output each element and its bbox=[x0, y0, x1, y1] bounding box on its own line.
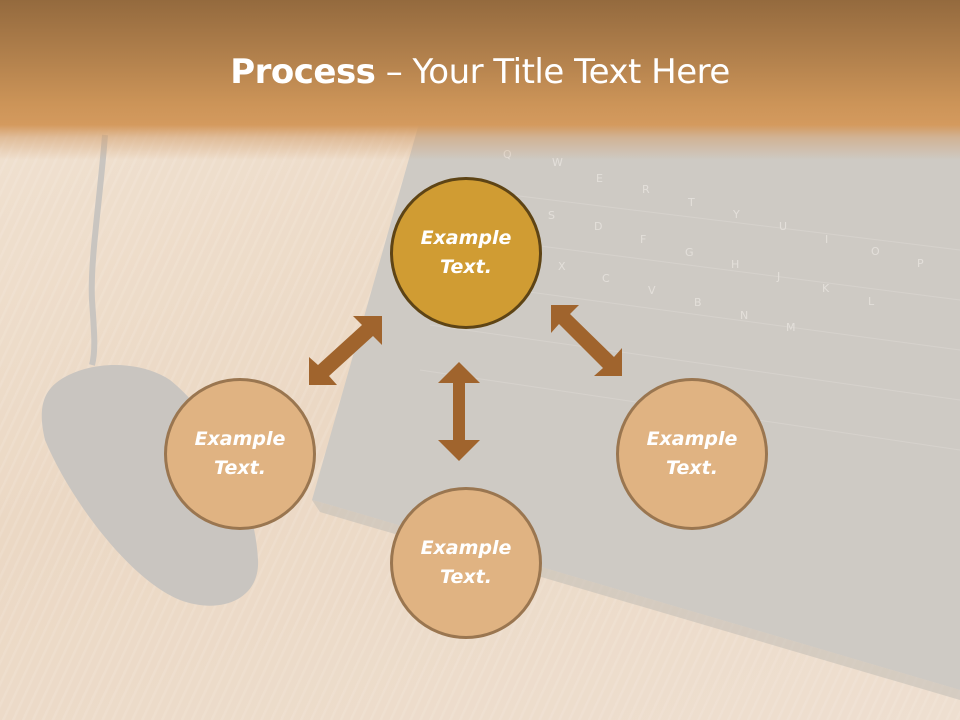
svg-text:U: U bbox=[779, 220, 787, 233]
svg-text:J: J bbox=[776, 270, 780, 283]
svg-text:K: K bbox=[822, 282, 830, 295]
svg-text:M: M bbox=[786, 321, 796, 334]
svg-text:S: S bbox=[548, 209, 555, 222]
svg-text:R: R bbox=[642, 183, 650, 196]
svg-text:Y: Y bbox=[732, 208, 740, 221]
slide-title: Process – Your Title Text Here bbox=[0, 52, 960, 92]
process-node-left[interactable]: Example Text. bbox=[164, 378, 316, 530]
title-bar bbox=[0, 0, 960, 160]
svg-text:O: O bbox=[871, 245, 880, 258]
svg-text:H: H bbox=[731, 258, 739, 271]
svg-text:T: T bbox=[687, 196, 695, 209]
node-label: Example Text. bbox=[420, 537, 512, 588]
process-node-right[interactable]: Example Text. bbox=[616, 378, 768, 530]
svg-text:P: P bbox=[917, 257, 924, 270]
svg-text:L: L bbox=[868, 295, 875, 308]
node-label: Example Text. bbox=[194, 428, 286, 479]
node-label: Example Text. bbox=[420, 227, 512, 278]
process-node-top[interactable]: Example Text. bbox=[390, 177, 542, 329]
svg-text:N: N bbox=[740, 309, 748, 322]
svg-text:W: W bbox=[552, 156, 563, 169]
node-label: Example Text. bbox=[646, 428, 738, 479]
svg-text:F: F bbox=[640, 233, 646, 246]
svg-text:C: C bbox=[602, 272, 610, 285]
svg-text:B: B bbox=[694, 296, 702, 309]
svg-text:G: G bbox=[685, 246, 694, 259]
svg-text:E: E bbox=[596, 172, 603, 185]
svg-text:D: D bbox=[594, 220, 602, 233]
title-bold-part: Process bbox=[230, 52, 376, 92]
svg-text:X: X bbox=[558, 260, 566, 273]
svg-text:V: V bbox=[648, 284, 656, 297]
svg-text:I: I bbox=[825, 233, 828, 246]
title-rest-part: – Your Title Text Here bbox=[375, 52, 731, 92]
process-node-bottom[interactable]: Example Text. bbox=[390, 487, 542, 639]
